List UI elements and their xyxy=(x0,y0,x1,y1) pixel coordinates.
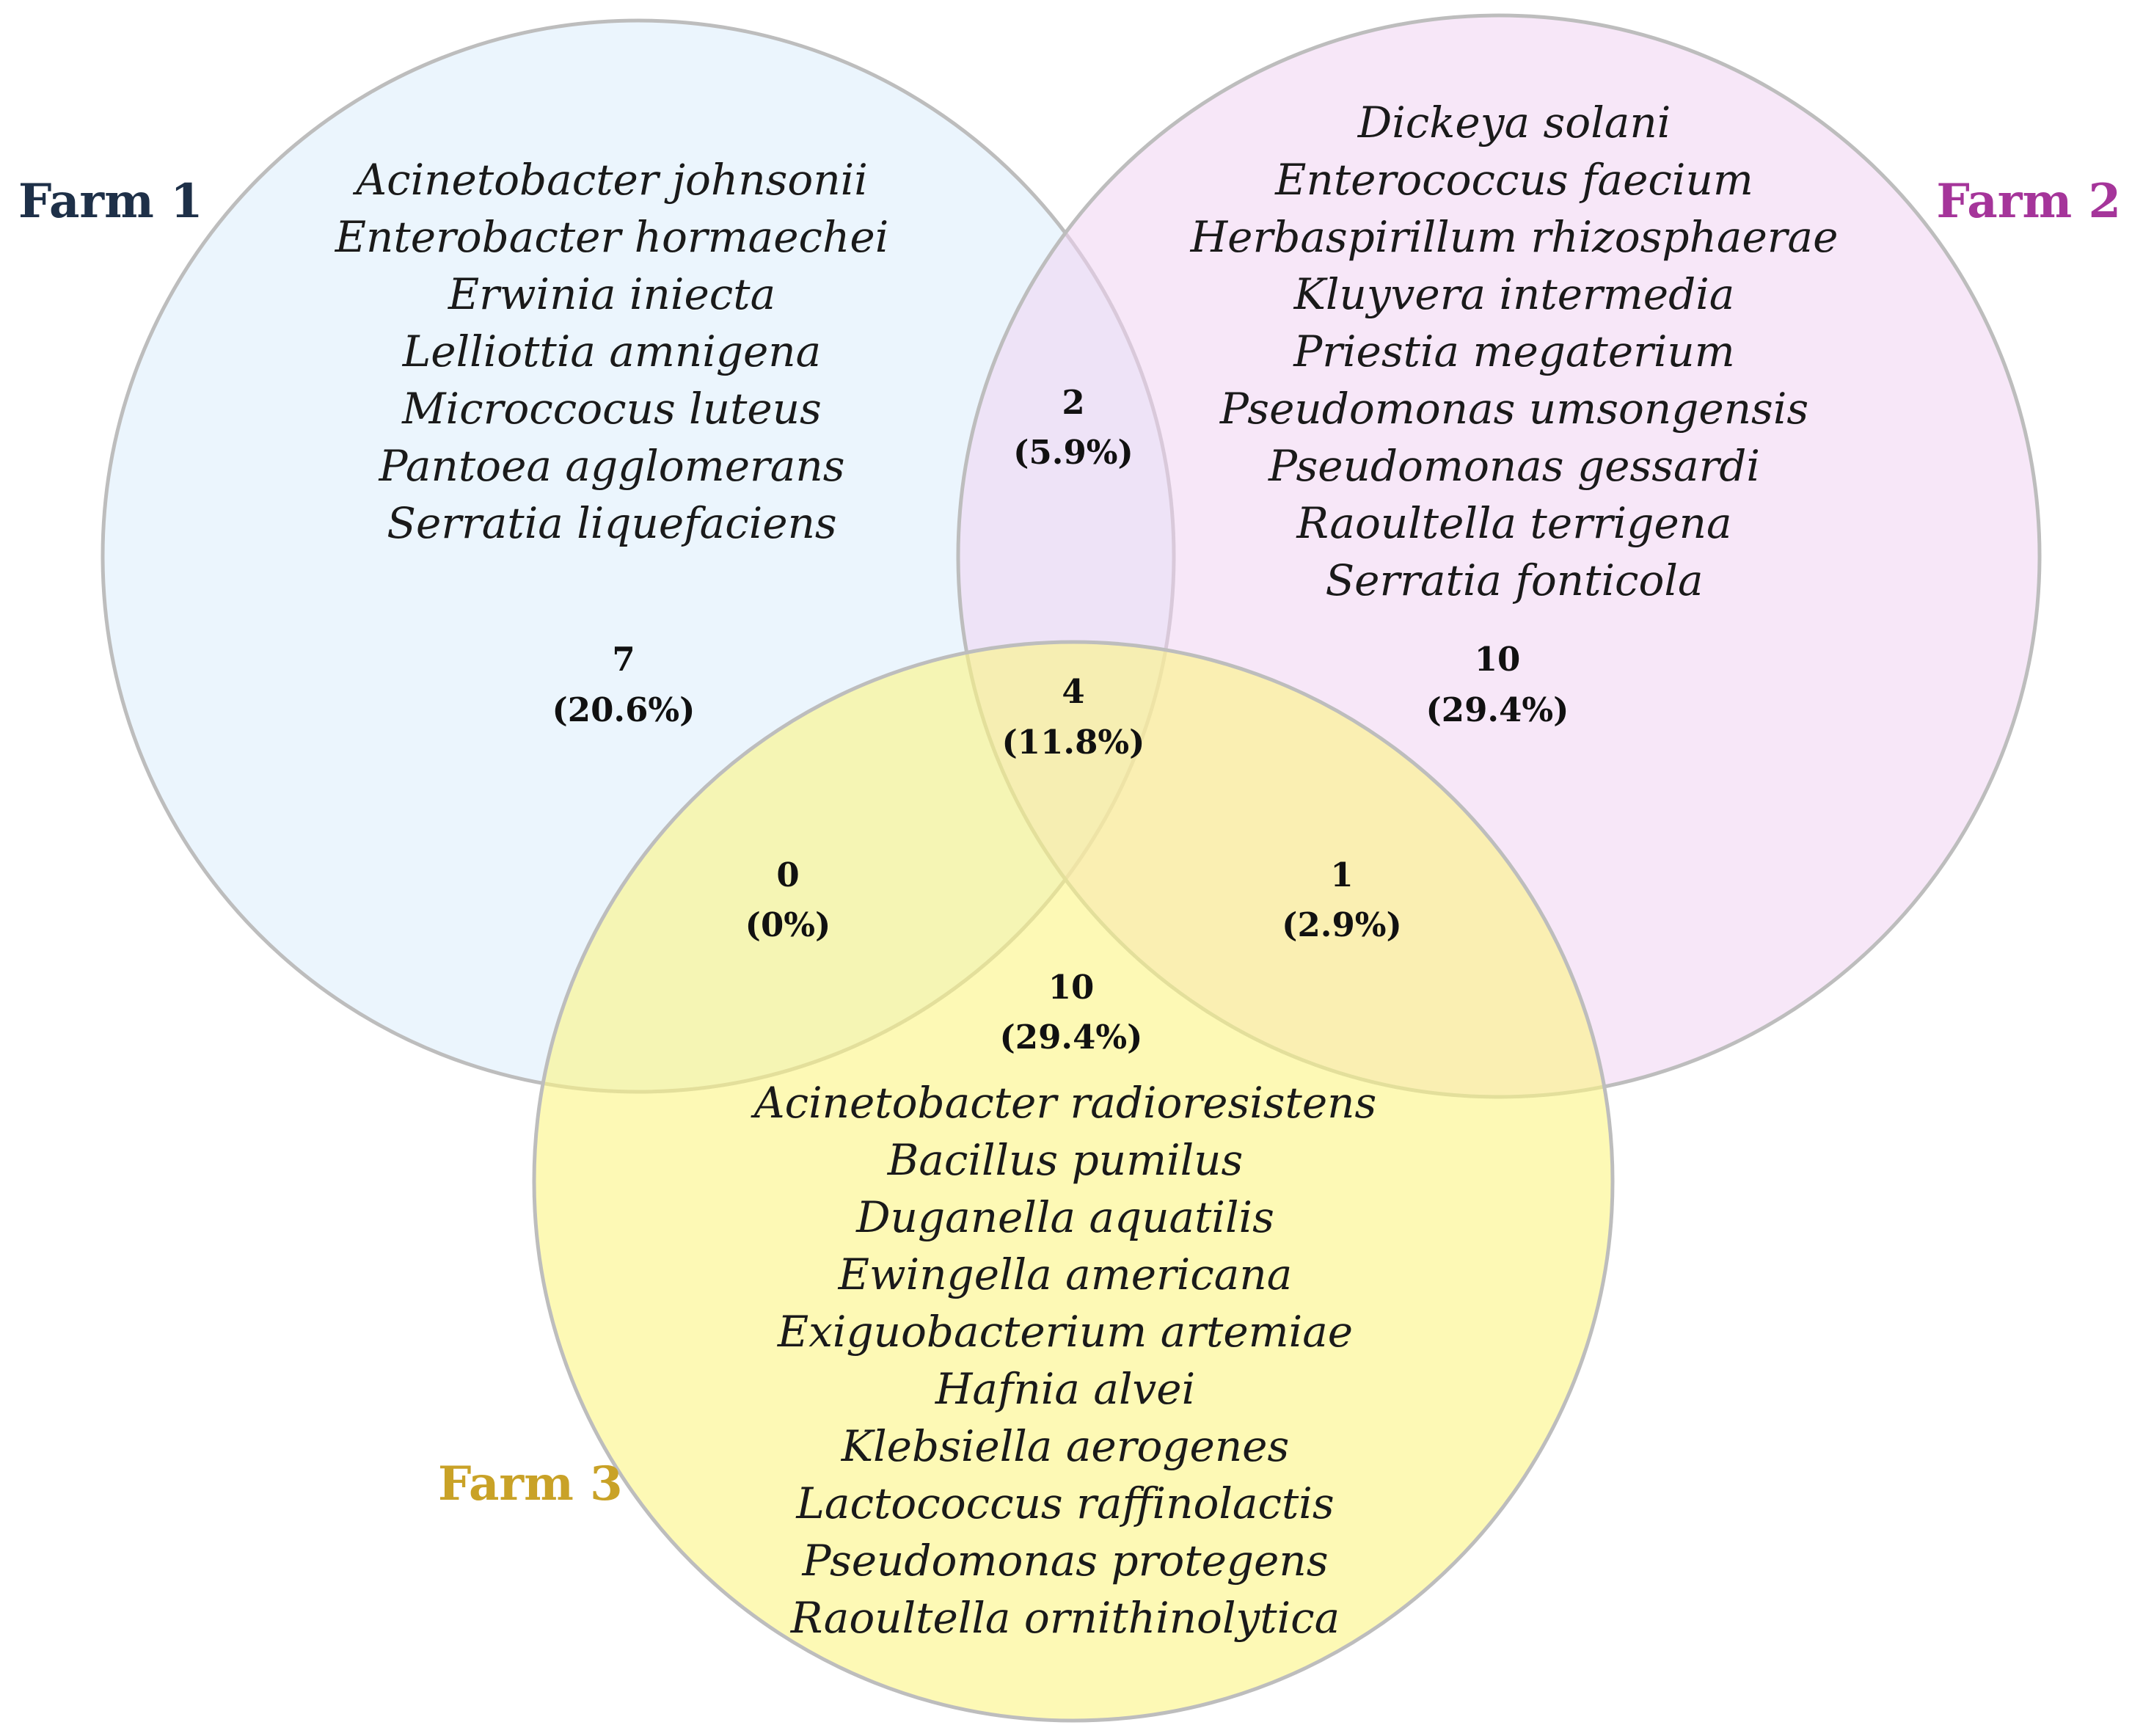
species-item: Klebsiella aerogenes xyxy=(841,1421,1290,1471)
region-count: 0 xyxy=(776,856,799,894)
region-count: 10 xyxy=(1475,640,1521,679)
species-item: Erwinia iniecta xyxy=(448,269,775,319)
region-farm1-farm3: 0 (0%) xyxy=(745,856,831,944)
region-farm1-farm2: 2 (5.9%) xyxy=(1013,383,1133,472)
species-item: Pseudomonas gessardi xyxy=(1268,441,1760,491)
species-item: Acinetobacter radioresistens xyxy=(751,1078,1377,1128)
region-percent: (29.4%) xyxy=(1426,690,1569,729)
species-item: Serratia liquefaciens xyxy=(387,498,836,548)
farm2-label: Farm 2 xyxy=(1936,174,2121,229)
region-count: 4 xyxy=(1062,672,1084,711)
region-percent: (29.4%) xyxy=(1000,1018,1143,1057)
region-percent: (2.9%) xyxy=(1282,905,1402,944)
region-count: 2 xyxy=(1062,383,1084,422)
species-item: Herbaspirillum rhizosphaerae xyxy=(1190,212,1839,262)
region-farm1-only: 7 (20.6%) xyxy=(552,640,696,729)
species-item: Pseudomonas umsongensis xyxy=(1219,384,1808,434)
species-item: Raoultella ornithinolytica xyxy=(790,1593,1340,1643)
species-item: Pseudomonas protegens xyxy=(802,1536,1329,1586)
region-percent: (20.6%) xyxy=(552,690,696,729)
species-item: Microccocus luteus xyxy=(401,384,822,434)
species-item: Dickeya solani xyxy=(1357,98,1671,147)
region-all: 4 (11.8%) xyxy=(1002,672,1145,762)
species-item: Hafnia alvei xyxy=(935,1364,1195,1414)
species-item: Kluyvera intermedia xyxy=(1293,269,1735,319)
farm1-label: Farm 1 xyxy=(18,174,203,229)
species-item: Pantoea agglomerans xyxy=(379,441,845,491)
region-farm2-only: 10 (29.4%) xyxy=(1426,640,1569,729)
species-item: Duganella aquatilis xyxy=(855,1192,1274,1242)
farm3-label: Farm 3 xyxy=(438,1456,623,1511)
species-item: Priestia megaterium xyxy=(1293,327,1735,376)
region-percent: (0%) xyxy=(745,905,831,944)
region-farm3-only: 10 (29.4%) xyxy=(1000,968,1143,1057)
farm3-circle xyxy=(532,640,1615,1723)
farm3-species-list: Acinetobacter radioresistens Bacillus pu… xyxy=(751,1078,1377,1643)
species-item: Lactococcus raffinolactis xyxy=(795,1478,1334,1528)
region-percent: (5.9%) xyxy=(1013,433,1133,472)
species-item: Serratia fonticola xyxy=(1325,555,1703,605)
species-item: Acinetobacter johnsonii xyxy=(352,155,868,205)
region-percent: (11.8%) xyxy=(1002,723,1145,762)
species-item: Enterococcus faecium xyxy=(1274,155,1753,205)
region-farm2-farm3: 1 (2.9%) xyxy=(1282,856,1402,944)
species-item: Enterobacter hormaechei xyxy=(335,212,889,262)
species-item: Lelliottia amnigena xyxy=(402,327,821,376)
farm1-species-list: Acinetobacter johnsonii Enterobacter hor… xyxy=(335,155,889,548)
region-count: 10 xyxy=(1048,968,1095,1007)
region-count: 1 xyxy=(1330,856,1353,894)
farm2-species-list: Dickeya solani Enterococcus faecium Herb… xyxy=(1190,98,1839,605)
species-item: Raoultella terrigena xyxy=(1296,498,1731,548)
region-count: 7 xyxy=(612,640,635,679)
species-item: Ewingella americana xyxy=(838,1250,1293,1299)
species-item: Bacillus pumilus xyxy=(887,1135,1244,1185)
species-item: Exiguobacterium artemiae xyxy=(777,1307,1353,1357)
